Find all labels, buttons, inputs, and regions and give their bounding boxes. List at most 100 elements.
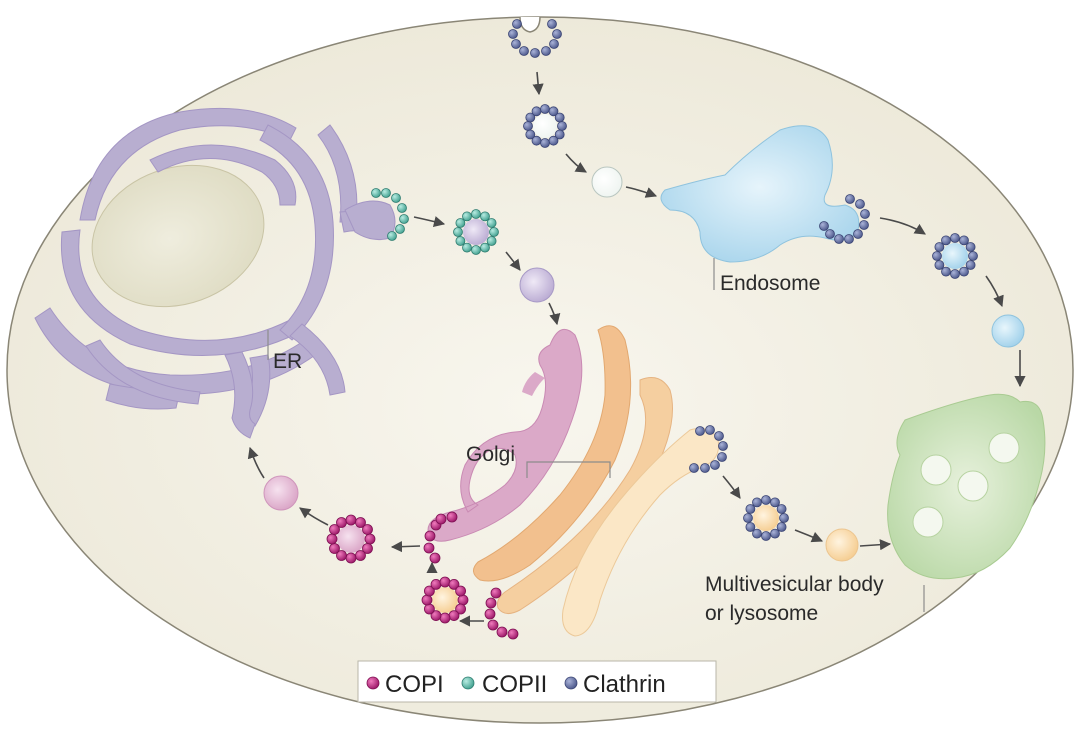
clathrin-coated-vesicle-endosomal: [932, 233, 978, 279]
coat-protein-bead: [950, 233, 960, 243]
coat-protein-bead: [941, 266, 951, 277]
coat-protein-bead: [776, 504, 787, 514]
coat-protein-bead: [355, 550, 366, 561]
legend: COPI COPII Clathrin: [357, 660, 717, 703]
intraluminal-vesicles: [912, 432, 1020, 538]
vesicle-lumen: [463, 219, 489, 245]
coat-protein-bead: [531, 106, 542, 117]
copi-coated-vesicle-retrograde: [326, 514, 376, 564]
coat-protein-bead: [336, 550, 347, 561]
coat-protein-bead: [421, 594, 433, 606]
golgi-label: Golgi: [466, 443, 515, 466]
coat-protein-bead: [540, 138, 550, 148]
coat-protein-bead: [423, 603, 435, 615]
uncoated-vesicle-copii: [519, 267, 555, 303]
vesicle-lumen: [753, 505, 779, 531]
uncoated-vesicle-golgi-lysosome: [825, 528, 859, 562]
copii-coated-vesicle: [453, 209, 499, 255]
legend-clathrin-label: Clathrin: [583, 671, 666, 698]
coat-protein-bead: [336, 517, 347, 528]
vesicle-lumen: [942, 243, 968, 269]
coat-protein-bead: [965, 242, 976, 252]
mvb-label-line1: Multivesicular body: [705, 573, 884, 596]
coat-protein-bead: [548, 135, 559, 146]
coat-protein-bead: [453, 227, 463, 237]
coat-protein-bead: [525, 112, 536, 123]
coat-protein-bead: [959, 266, 969, 277]
coat-protein-bead: [752, 497, 762, 508]
coat-protein-bead: [439, 576, 451, 588]
golgi-leader: [526, 461, 611, 478]
coat-protein-bead: [554, 112, 565, 123]
vesicle-lumen: [432, 587, 458, 613]
er-label: ER: [273, 350, 302, 373]
coat-protein-bead: [752, 528, 762, 539]
coat-protein-bead: [462, 211, 472, 222]
coat-protein-bead: [934, 260, 945, 270]
coat-protein-bead: [329, 524, 340, 535]
coat-protein-bead: [480, 242, 490, 253]
uncoated-vesicle-endosomal: [991, 314, 1025, 348]
mvb-label-line2: or lysosome: [705, 602, 818, 625]
coat-protein-bead: [345, 552, 357, 564]
coat-protein-bead: [770, 528, 780, 539]
coat-protein-bead: [329, 543, 340, 554]
coat-protein-bead: [761, 531, 771, 541]
trafficking-arrows: [247, 71, 1026, 627]
golgi: [427, 325, 720, 637]
legend-copi-swatch: [366, 676, 380, 690]
legend-box: [357, 660, 717, 703]
er-bud: [344, 200, 396, 240]
clathrin-coat-bud-endosome: [819, 194, 870, 244]
nucleus: [91, 164, 265, 308]
coat-protein-bead: [770, 497, 780, 508]
er: [34, 107, 387, 439]
coat-protein-bead: [457, 594, 469, 606]
coat-protein-bead: [455, 218, 466, 228]
coat-protein-bead: [779, 513, 789, 523]
coat-protein-bead: [540, 104, 550, 114]
coat-protein-bead: [362, 543, 373, 554]
copi-coat-bud-golgi: [423, 511, 458, 564]
coat-protein-bead: [430, 579, 442, 590]
coat-protein-bead: [554, 129, 565, 140]
coat-protein-bead: [486, 218, 497, 228]
coat-protein-bead: [932, 251, 942, 261]
legend-clathrin-swatch: [564, 676, 578, 690]
coat-protein-bead: [743, 513, 753, 523]
coat-protein-bead: [965, 260, 976, 270]
coat-protein-bead: [462, 242, 472, 253]
vesicle-lumen: [533, 114, 557, 138]
coat-protein-bead: [523, 121, 533, 131]
coat-protein-bead: [486, 236, 497, 246]
uncoated-vesicle-endocytic: [591, 166, 623, 198]
coat-protein-bead: [455, 585, 467, 597]
coat-protein-bead: [362, 524, 373, 535]
coat-protein-bead: [745, 522, 756, 532]
coat-protein-bead: [326, 533, 338, 545]
coat-protein-bead: [959, 235, 969, 246]
coat-protein-bead: [941, 235, 951, 246]
coat-protein-bead: [776, 522, 787, 532]
coat-protein-bead: [448, 610, 460, 621]
legend-copi-label: COPI: [385, 671, 444, 698]
coat-protein-bead: [761, 495, 771, 505]
coat-protein-bead: [548, 106, 559, 117]
clathrin-coat-bud-golgi: [689, 425, 728, 473]
copii-coat-bud: [371, 188, 409, 241]
coat-protein-bead: [423, 585, 435, 597]
coat-protein-bead: [489, 227, 499, 237]
clathrin-coat-pit: [508, 19, 562, 58]
coat-protein-bead: [448, 579, 460, 590]
coat-protein-bead: [455, 236, 466, 246]
clathrin-coated-vesicle-endocytic: [523, 104, 567, 148]
coat-protein-bead: [430, 610, 442, 621]
coat-protein-bead: [471, 209, 481, 219]
coat-protein-bead: [364, 533, 376, 545]
coat-protein-bead: [525, 129, 536, 140]
coat-protein-bead: [355, 517, 366, 528]
legend-copii-label: COPII: [482, 671, 547, 698]
clathrin-coated-vesicle-golgi: [743, 495, 789, 541]
copi-coat-bud-golgi-bottom: [484, 587, 519, 640]
